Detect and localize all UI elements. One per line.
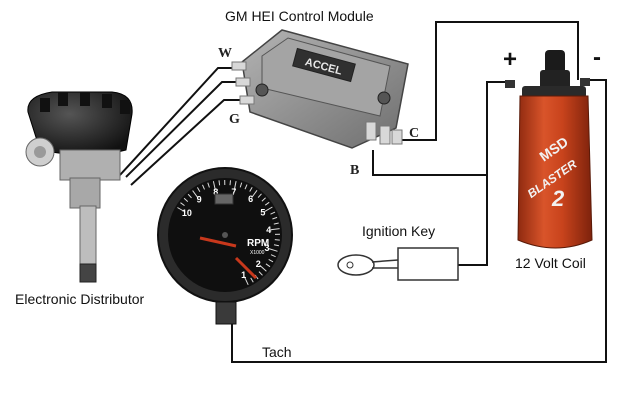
tach-tick <box>218 180 221 186</box>
tach-tick <box>273 222 279 225</box>
tach-tick <box>229 180 231 186</box>
tach-tick <box>251 190 258 198</box>
tach-tick <box>202 184 205 190</box>
tach-tick <box>250 277 254 283</box>
tach-tick <box>207 182 210 188</box>
tach-multiplier-label: X1000 <box>250 250 265 256</box>
wire-distributor-to-module-g <box>130 99 246 186</box>
wire-key-to-coil-positive <box>458 175 488 266</box>
tach-dial-number: 9 <box>197 195 202 205</box>
wire-distributor-to-module-w <box>119 67 240 176</box>
tach-tick <box>212 181 216 191</box>
electronic-distributor <box>25 91 133 283</box>
terminal-w-label: W <box>218 46 232 61</box>
tach-dial-number: 3 <box>264 243 269 253</box>
tach-dial-number: 5 <box>260 208 265 218</box>
tach-dial-number: 8 <box>213 187 218 197</box>
coil-label: 12 Volt Coil <box>515 255 586 271</box>
coil-negative-label: - <box>593 44 601 71</box>
tach-dial-number: 2 <box>256 259 261 269</box>
ignition-key-label: Ignition Key <box>362 223 436 239</box>
tach-tick <box>183 197 189 202</box>
tach-tick <box>180 202 185 207</box>
hei-control-module: ACCEL <box>231 29 409 149</box>
tach-label: Tach <box>262 344 292 360</box>
tach-tick <box>274 239 280 241</box>
tach-unit-label: RPM <box>247 238 269 249</box>
distributor-label: Electronic Distributor <box>15 291 145 307</box>
terminal-g-label: G <box>229 112 240 127</box>
tachometer: 123 456 7 8 9 10 RPM X1000 <box>157 167 293 325</box>
tach-needle-2 <box>234 256 258 280</box>
tach-tick <box>192 190 199 199</box>
ignition-key <box>337 247 459 281</box>
tach-dial-numbers: 123 456 7 8 9 10 <box>182 187 271 280</box>
wire-coil-negative-to-tach <box>231 79 607 363</box>
tach-tick <box>264 206 273 213</box>
ignition-switch-box <box>397 247 459 281</box>
tach-tick <box>270 254 276 258</box>
tach-tick <box>273 244 279 247</box>
tach-tick <box>268 248 278 252</box>
tach-tick <box>177 207 186 213</box>
coil-positive-label: + <box>503 46 518 73</box>
tach-dial-number: 4 <box>266 225 271 235</box>
tach-dial-number: 10 <box>182 208 192 218</box>
tach-tick <box>264 201 270 206</box>
tach-needle <box>199 236 237 248</box>
tach-tick <box>233 181 237 191</box>
tach-tick <box>249 186 253 192</box>
tach-tick <box>258 271 263 276</box>
wiring <box>119 21 607 363</box>
wire-module-c-to-coil-negative <box>397 21 579 141</box>
tach-tick <box>270 211 276 215</box>
tach-tick <box>257 193 262 198</box>
tach-dial-number: 1 <box>241 270 246 280</box>
ignition-coil: MSD BLASTER 2 <box>505 50 593 249</box>
tach-tick <box>268 258 274 263</box>
tach-tick <box>261 197 266 202</box>
tach-tick <box>272 216 278 220</box>
tach-tick <box>265 263 271 268</box>
tach-tick <box>239 182 243 188</box>
tach-tick <box>243 276 249 286</box>
terminal-c-label: C <box>409 126 420 141</box>
tach-tick <box>259 264 267 272</box>
tach-dial-number: 6 <box>248 194 253 204</box>
tach-tick <box>270 228 280 231</box>
tach-dial-number: 7 <box>231 187 236 197</box>
tach-tick <box>244 184 248 190</box>
coil-number-label: 2 <box>551 186 565 211</box>
tach-dial-ticks <box>177 179 281 286</box>
terminal-b-label: B <box>350 163 360 178</box>
module-label: GM HEI Control Module <box>225 8 374 24</box>
tach-tick <box>196 187 201 193</box>
wire-distributor-to-module-w-2 <box>125 81 242 178</box>
tach-tick <box>187 193 192 199</box>
